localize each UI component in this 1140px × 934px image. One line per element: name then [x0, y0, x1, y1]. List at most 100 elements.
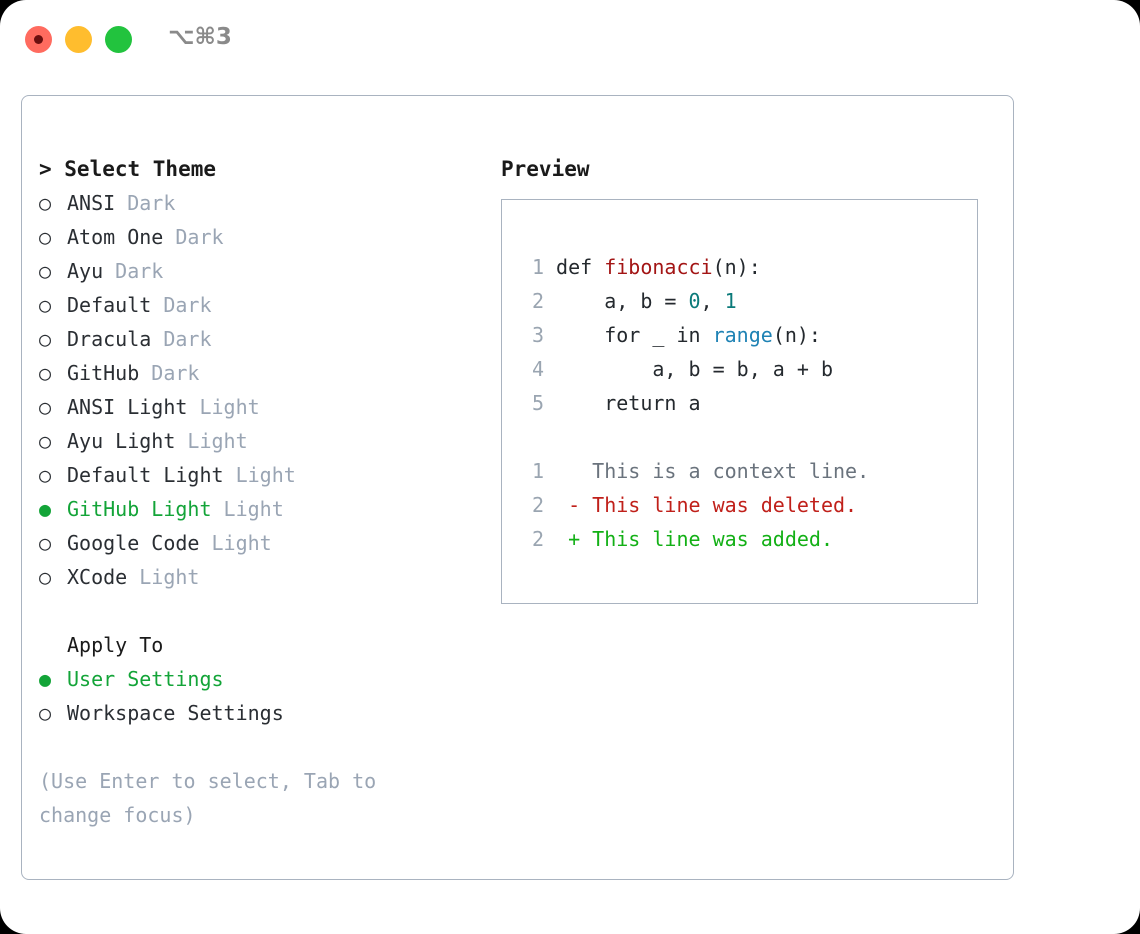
theme-option-tag: Light	[223, 463, 296, 487]
radio-unselected-icon: ○	[39, 259, 52, 283]
theme-option-ayu[interactable]: ○ Ayu Dark	[39, 254, 469, 288]
theme-option-tag: Dark	[139, 361, 200, 385]
theme-option-list[interactable]: ○ ANSI Dark ○ Atom One Dark ○ Ayu Dark ○ Defaul…	[39, 186, 469, 594]
select-theme-header: > Select Theme	[39, 157, 217, 181]
code-gutter-gap	[544, 323, 556, 347]
line-number: 2	[531, 289, 544, 313]
code-token: (n):	[712, 255, 761, 279]
code-gutter-gap	[544, 357, 556, 381]
theme-option-label: ANSI Light	[67, 395, 188, 419]
code-token: for _ in	[556, 323, 713, 347]
diff-line-context: 1 This is a context line.	[518, 454, 869, 488]
theme-option-xcode[interactable]: ○ XCode Light	[39, 560, 469, 594]
theme-option-tag: Light	[127, 565, 200, 589]
radio-unselected-icon: ○	[39, 429, 52, 453]
line-number: 1	[531, 255, 544, 279]
theme-option-tag: Light	[211, 497, 284, 521]
code-token: 1	[724, 289, 737, 313]
theme-option-label: Dracula	[67, 327, 152, 351]
code-token: def	[556, 255, 605, 279]
theme-option-label: Google Code	[67, 531, 200, 555]
theme-option-tag: Dark	[115, 191, 176, 215]
theme-option-default-light[interactable]: ○ Default Light Light	[39, 458, 469, 492]
code-token: a, b =	[556, 289, 689, 313]
theme-option-label: Default Light	[67, 463, 224, 487]
theme-option-default[interactable]: ○Default Dark	[39, 288, 469, 322]
minimize-window-button[interactable]	[65, 26, 92, 53]
apply-to-option-label: Workspace Settings	[67, 701, 284, 725]
maximize-window-button[interactable]	[105, 26, 132, 53]
code-token: fibonacci	[604, 255, 713, 279]
theme-option-ansi[interactable]: ○ ANSI Dark	[39, 186, 469, 220]
line-number: 5	[531, 391, 544, 415]
code-line: 1 def fibonacci(n):	[518, 250, 869, 284]
radio-unselected-icon: ○	[39, 701, 52, 725]
diff-line-text: + This line was added.	[544, 527, 833, 551]
code-line: 5 return a	[518, 386, 869, 420]
code-line: 2 a, b = 0, 1	[518, 284, 869, 318]
radio-selected-icon: ●	[39, 497, 52, 521]
radio-unselected-icon: ○	[39, 395, 52, 419]
theme-list-column: > Select Theme ○ANSI Dark○Atom One Dark○…	[39, 152, 469, 832]
theme-option-tag: Dark	[163, 225, 224, 249]
radio-selected-icon: ●	[39, 667, 52, 691]
theme-option-label: ANSI	[67, 191, 116, 215]
theme-option-tag: Light	[175, 429, 248, 453]
apply-to-option-label: User Settings	[67, 667, 224, 691]
keyboard-hint-text: (Use Enter to select, Tab to change focu…	[39, 769, 389, 827]
theme-option-label: XCode	[67, 565, 128, 589]
theme-option-tag: Dark	[151, 327, 212, 351]
code-token: 0	[688, 289, 701, 313]
hint-spacer	[39, 730, 469, 764]
radio-unselected-icon: ○	[39, 463, 52, 487]
code-token: ,	[700, 289, 725, 313]
diff-line-added: 2 + This line was added.	[518, 522, 869, 556]
theme-option-ansi-light[interactable]: ○ANSI Light Light	[39, 390, 469, 424]
close-window-button[interactable]	[25, 26, 52, 53]
theme-option-atom-one[interactable]: ○ Atom One Dark	[39, 220, 469, 254]
theme-option-github-light[interactable]: ● GitHub Light Light	[39, 492, 469, 526]
radio-unselected-icon: ○	[39, 191, 52, 215]
code-token: (n):	[772, 323, 821, 347]
theme-option-dracula[interactable]: ○ Dracula Dark	[39, 322, 469, 356]
apply-to-option-workspace-settings[interactable]: ○ Workspace Settings	[39, 696, 469, 730]
theme-option-label: Ayu	[67, 259, 104, 283]
radio-unselected-icon: ○	[39, 361, 52, 385]
radio-unselected-icon: ○	[39, 225, 52, 249]
radio-unselected-icon: ○	[39, 565, 52, 589]
list-spacer	[39, 594, 469, 628]
theme-option-label: GitHub Light	[67, 497, 212, 521]
theme-option-label: Default	[67, 293, 152, 317]
theme-option-github[interactable]: ○GitHub Dark	[39, 356, 469, 390]
theme-option-google-code[interactable]: ○Google Code Light	[39, 526, 469, 560]
code-blank-line	[518, 420, 869, 454]
code-token: a, b = b, a + b	[556, 357, 833, 381]
preview-title: Preview	[501, 157, 590, 181]
line-number: 4	[531, 357, 544, 381]
theme-selector-panel: > Select Theme ○ANSI Dark○Atom One Dark○…	[21, 95, 1014, 880]
preview-column: Preview 1 def fibonacci(n):2 a, b = 0, 1…	[501, 152, 978, 604]
code-token: return a	[556, 391, 701, 415]
radio-unselected-icon: ○	[39, 293, 52, 317]
title-bar: ⌥⌘3	[0, 0, 1140, 78]
apply-to-option-list[interactable]: ● User Settings ○ Workspace Settings	[39, 662, 469, 730]
theme-option-label: Atom One	[67, 225, 164, 249]
code-gutter-gap	[544, 391, 556, 415]
line-number: 3	[531, 323, 544, 347]
theme-option-ayu-light[interactable]: ○Ayu Light Light	[39, 424, 469, 458]
theme-option-tag: Dark	[103, 259, 164, 283]
radio-unselected-icon: ○	[39, 531, 52, 555]
keyboard-shortcut-label: ⌥⌘3	[168, 24, 232, 50]
apply-to-option-user-settings[interactable]: ● User Settings	[39, 662, 469, 696]
radio-unselected-icon: ○	[39, 327, 52, 351]
diff-line-text: This is a context line.	[544, 459, 870, 483]
code-line: 3 for _ in range(n):	[518, 318, 869, 352]
line-number: 2	[531, 493, 544, 517]
line-number: 1	[531, 459, 544, 483]
diff-line-text: - This line was deleted.	[544, 493, 858, 517]
apply-to-header: Apply To	[67, 633, 164, 657]
line-number: 2	[531, 527, 544, 551]
